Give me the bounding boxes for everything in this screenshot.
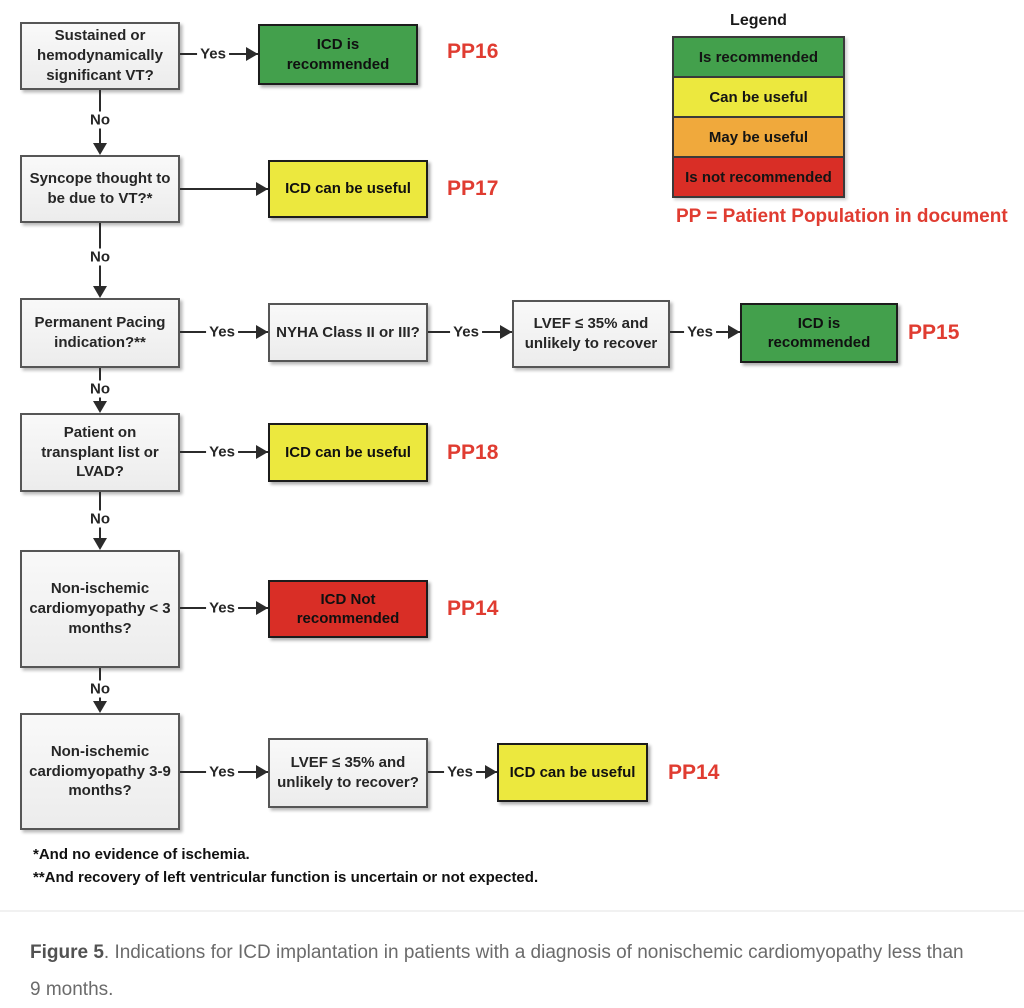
arrow-down-icon [93,143,107,155]
decision-lvef-35-recover-2: LVEF ≤ 35% and unlikely to recover? [268,738,428,808]
no-label: No [87,680,113,698]
yes-label: Yes [206,599,238,617]
pp17-tag: PP17 [447,177,499,200]
arrow-right-icon [256,325,268,339]
pp16-tag: PP16 [447,40,499,63]
legend-item-recommended: Is recommended [674,38,843,78]
yes-label: Yes [197,45,229,63]
no-label: No [87,510,113,528]
arrow-down-icon [93,701,107,713]
footnote-double-asterisk: **And recovery of left ventricular funct… [33,869,539,886]
arrow-right-icon [485,765,497,779]
yes-label: Yes [684,323,716,341]
legend-title: Legend [730,12,787,29]
yes-label: Yes [450,323,482,341]
arrow-right-icon [500,325,512,339]
decision-sustained-vt: Sustained or hemodynamically significant… [20,22,180,90]
divider [0,910,1024,912]
arrow-right-icon [246,47,258,61]
pp14-tag: PP14 [447,597,499,620]
decision-transplant-lvad: Patient on transplant list or LVAD? [20,413,180,492]
pp15-tag: PP15 [908,321,960,344]
arrow-down-icon [93,401,107,413]
arrow-right-icon [256,445,268,459]
legend-item-may-be-useful: May be useful [674,118,843,158]
decision-nyha-class: NYHA Class II or III? [268,303,428,362]
outcome-icd-not-recommended-pp14: ICD Not recommended [268,580,428,638]
outcome-icd-useful-pp17: ICD can be useful [268,160,428,218]
decision-syncope-vt: Syncope thought to be due to VT?* [20,155,180,223]
arrow-right-icon [728,325,740,339]
no-label: No [87,248,113,266]
figure-number: Figure 5 [30,942,104,963]
decision-nicm-3-9-months: Non-ischemic cardiomyopathy 3-9 months? [20,713,180,830]
arrow-right-icon [256,765,268,779]
arrow-right-icon [256,601,268,615]
legend-item-can-be-useful: Can be useful [674,78,843,118]
yes-label: Yes [206,763,238,781]
arrow-right-icon [256,182,268,196]
arrow-down-icon [93,286,107,298]
outcome-icd-recommended-pp16: ICD is recommended [258,24,418,85]
decision-permanent-pacing: Permanent Pacing indication?** [20,298,180,368]
yes-label: Yes [206,323,238,341]
footnote-asterisk: *And no evidence of ischemia. [33,846,250,863]
pp18-tag: PP18 [447,441,499,464]
figure-caption-text: . Indications for ICD implantation in pa… [30,942,964,1000]
connector-line [180,188,268,190]
pp-definition-note: PP = Patient Population in document [676,206,1008,227]
outcome-icd-recommended-pp15: ICD is recommended [740,303,898,363]
decision-nicm-under-3-months: Non-ischemic cardiomyopathy < 3 months? [20,550,180,668]
yes-label: Yes [206,443,238,461]
pp14-tag-2: PP14 [668,761,720,784]
no-label: No [87,111,113,129]
legend: Is recommended Can be useful May be usef… [672,36,845,198]
decision-lvef-35-recover: LVEF ≤ 35% and unlikely to recover [512,300,670,368]
figure-caption: Figure 5. Indications for ICD implantati… [30,934,970,1008]
arrow-down-icon [93,538,107,550]
outcome-icd-useful-pp18: ICD can be useful [268,423,428,482]
no-label: No [87,380,113,398]
yes-label: Yes [444,763,476,781]
outcome-icd-useful-pp14: ICD can be useful [497,743,648,802]
legend-item-not-recommended: Is not recommended [674,158,843,196]
